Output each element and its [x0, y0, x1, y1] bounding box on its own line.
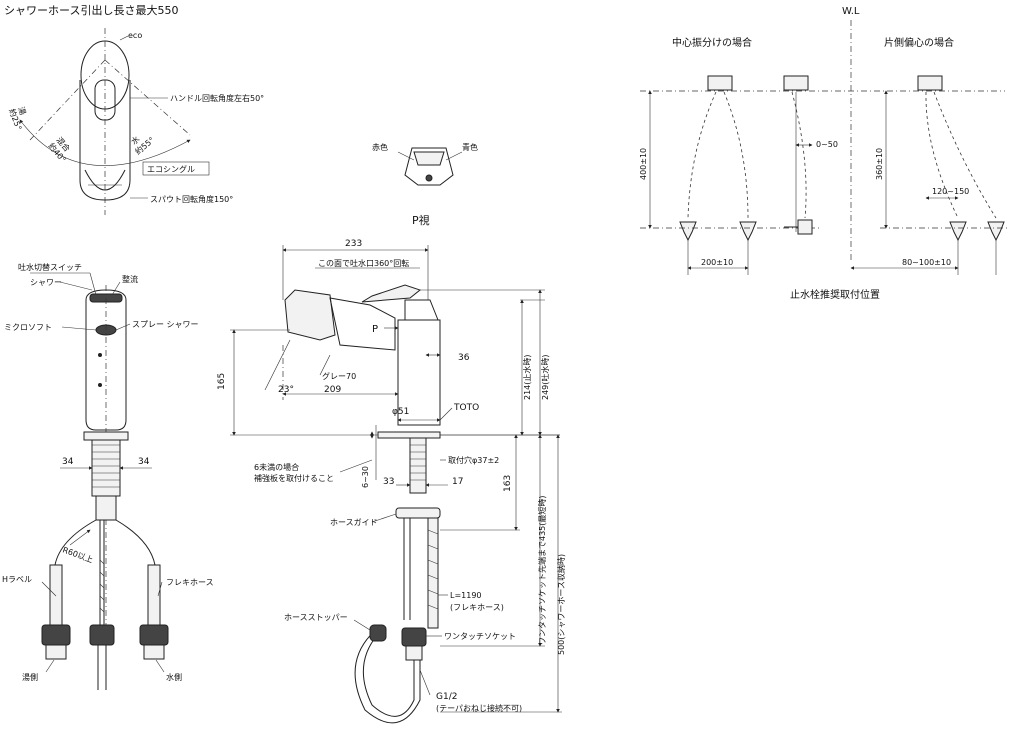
side-view: 233 この面で吐水口360°回転 165 23° グレー70 209 P 36… [217, 239, 566, 724]
taper-note: (テーパおねじ接続不可) [436, 703, 522, 713]
rotate-note: この面で吐水口360°回転 [318, 258, 409, 268]
top-view: eco ハンドル回転角度左右50° 湯 約25° 混合 約40° 水 約55° … [7, 28, 264, 215]
dim-165: 165 [217, 373, 227, 390]
dim-17: 17 [452, 477, 463, 487]
dim-233: 233 [345, 239, 362, 249]
hose-stopper-label: ホースストッパー [284, 613, 348, 622]
eco-single-label: エコシングル [147, 164, 195, 174]
aerator-label: 整流 [122, 274, 138, 284]
dim-360: 360±10 [875, 148, 884, 180]
dim-33: 33 [383, 477, 394, 487]
mount-hole: 取付穴φ37±2 [448, 455, 499, 465]
dim-209: 209 [324, 385, 341, 395]
eco-label: eco [128, 31, 142, 40]
dim-435: ワンタッチソケット先端まで435(最短時) [537, 495, 547, 645]
hose-length-note: (フレキホース) [450, 603, 504, 612]
dim-6-30: 6~30 [361, 466, 370, 488]
hose-guide-label: ホースガイド [330, 517, 378, 527]
dim-400: 400±10 [639, 148, 648, 180]
one-touch-label: ワンタッチソケット [444, 632, 516, 641]
dim-249: 249(吐水時) [540, 354, 550, 400]
front-dim-left: 34 [62, 457, 74, 467]
dim-200: 200±10 [701, 258, 733, 267]
spray-shower-label: スプレー シャワー [132, 320, 199, 329]
h-label: Hラベル [2, 575, 32, 584]
top-note: シャワーホース引出し長さ最大550 [4, 3, 178, 17]
dim-36: 36 [458, 353, 470, 363]
dim-80-100: 80~100±10 [902, 258, 951, 267]
hot-side-label: 湯側 [22, 672, 38, 682]
brand-label: TOTO [453, 403, 479, 413]
hose-length: L=1190 [450, 591, 482, 600]
g12-label: G1/2 [436, 692, 457, 702]
dia-51: φ51 [392, 407, 409, 417]
flexi-hose-label: フレキホース [166, 578, 214, 587]
spout-rotation-label: スパウト回転角度150° [150, 194, 233, 204]
shower-label: シャワー [30, 278, 62, 287]
switch-label: 吐水切替スイッチ [18, 262, 82, 272]
water-side-label: 水側 [166, 672, 182, 682]
grey-70: グレー70 [322, 371, 356, 381]
installation-view: W.L 中心振分けの場合 片側偏心の場合 400±10 200±10 0~50 [639, 6, 1010, 301]
reinforce-note-2: 補強板を取付けること [254, 473, 334, 483]
offset-title: 片側偏心の場合 [884, 36, 954, 49]
p-arrow-label: P [372, 324, 378, 335]
p-view: 赤色 青色 P視 [372, 142, 478, 227]
angle-23: 23° [278, 385, 294, 395]
p-view-title: P視 [412, 213, 430, 227]
p-view-red: 赤色 [372, 142, 388, 152]
dim-163: 163 [503, 475, 513, 492]
front-dim-right: 34 [138, 457, 150, 467]
dim-214: 214(止水時) [522, 354, 532, 400]
reinforce-note-1: 6未満の場合 [254, 462, 299, 472]
dim-500: 500(シャワーホース収納時) [556, 554, 566, 655]
p-view-blue: 青色 [462, 142, 478, 152]
dim-0-50: 0~50 [816, 140, 838, 149]
center-title: 中心振分けの場合 [672, 36, 752, 49]
dim-120-150: 120~150 [932, 187, 969, 196]
wl-label: W.L [842, 6, 860, 17]
installation-caption: 止水栓推奨取付位置 [790, 288, 880, 301]
front-view: 34 34 R60以上 吐水切替スイッチ シャワー 整流 ミクロソフト スプレー… [2, 262, 214, 690]
handle-rotation-label: ハンドル回転角度左右50° [170, 93, 264, 103]
front-radius: R60以上 [61, 545, 94, 564]
hot-label: 湯 [16, 105, 28, 116]
micro-soft-label: ミクロソフト [4, 323, 52, 332]
